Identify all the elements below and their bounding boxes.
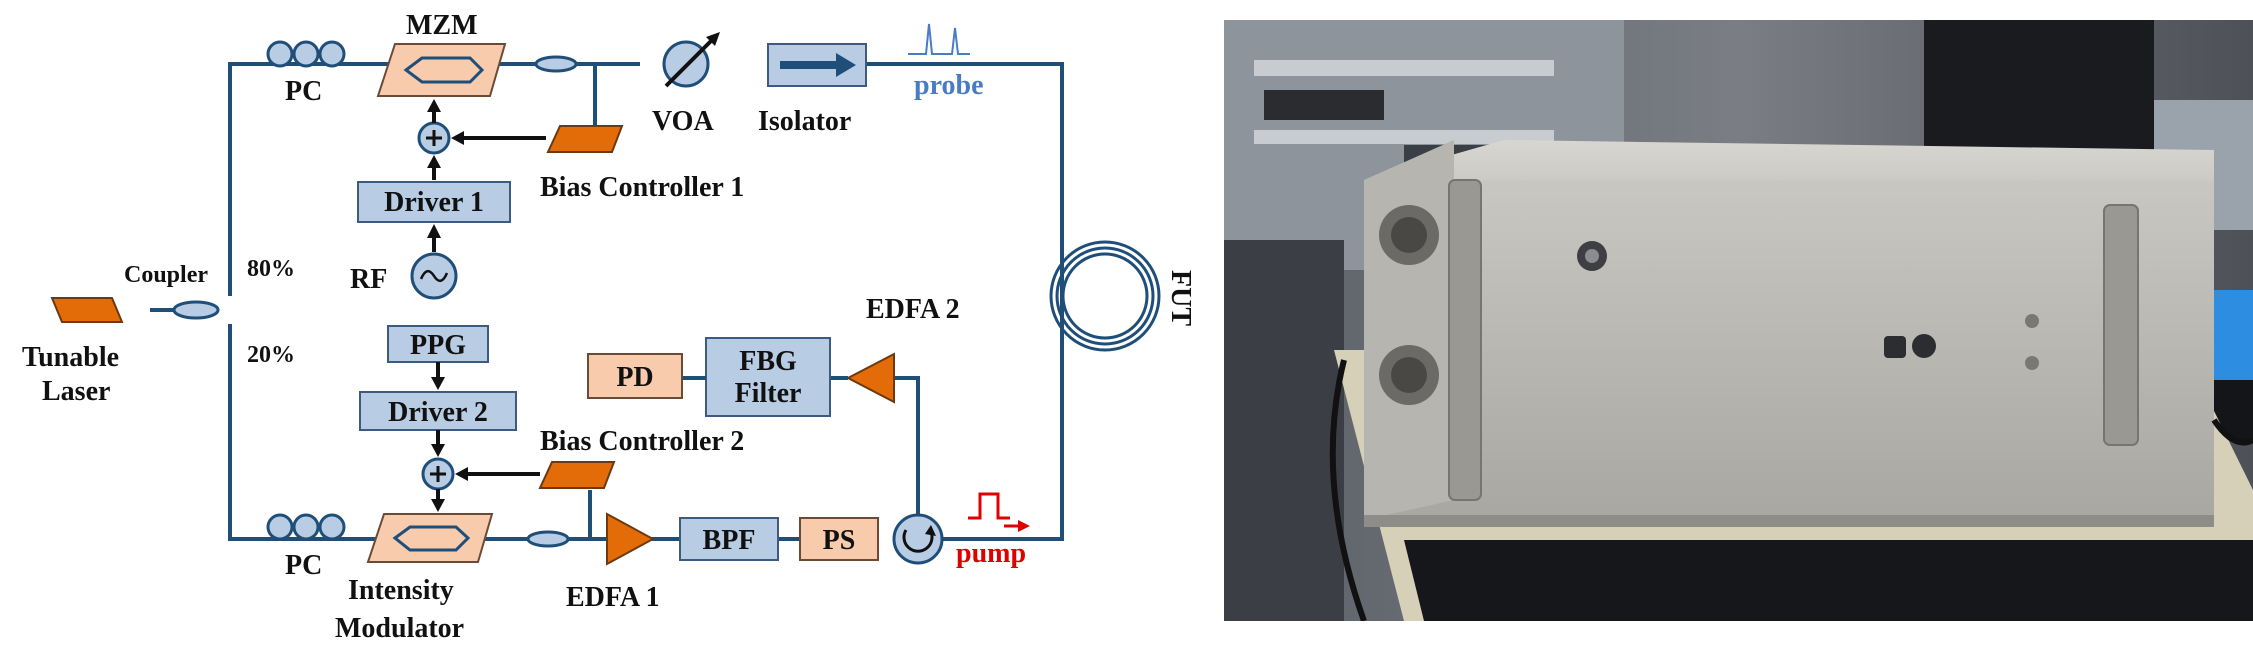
fbg-label-2: Filter [735, 378, 802, 409]
rf-label: RF [350, 264, 387, 295]
instrument-photo [1224, 20, 2253, 621]
mzm-label: MZM [406, 10, 478, 41]
pd-label: PD [616, 362, 653, 393]
fut-label: FUT [1165, 270, 1196, 326]
bias-controller-2-label: Bias Controller 2 [540, 426, 744, 457]
fbg-filter-block [705, 337, 831, 417]
tunable-laser-device [50, 297, 124, 323]
driver-2-block [359, 391, 517, 431]
laser-label-2: Laser [42, 376, 110, 407]
bpf-block [679, 517, 779, 561]
voa-label: VOA [652, 106, 714, 137]
mzm-output-coupler [534, 55, 578, 73]
setup-diagram: Tunable Laser Coupler 80% 20% PC PC MZM … [22, 10, 1196, 644]
isolator-label: Isolator [758, 106, 851, 137]
coupler-device [172, 300, 220, 320]
mzm-device [376, 43, 507, 97]
pump-pulse-icon [968, 492, 1030, 532]
coupler-label: Coupler [124, 262, 208, 288]
intensity-modulator-device [366, 513, 494, 563]
bias-controller-1-device [546, 125, 624, 153]
ps-block [799, 517, 879, 561]
driver-1-block [357, 181, 511, 223]
ps-label: PS [823, 525, 856, 556]
fut-coil-icon [1049, 240, 1161, 352]
bias-controller-1-label: Bias Controller 1 [540, 172, 744, 203]
fbg-label-1: FBG [739, 346, 797, 377]
edfa-1-label: EDFA 1 [566, 582, 660, 613]
bias-controller-2-device [538, 461, 616, 489]
split-bottom-label: 20% [247, 342, 295, 368]
pc-bottom-icon [266, 513, 346, 541]
pd-block [587, 353, 683, 399]
split-top-label: 80% [247, 256, 295, 282]
bpf-label: BPF [703, 525, 756, 556]
modulator-output-coupler [526, 530, 570, 548]
probe-label: probe [914, 70, 984, 101]
modulator-label-2: Modulator [335, 613, 464, 644]
edfa-2-device [845, 352, 895, 404]
ppg-label: PPG [410, 330, 466, 361]
edfa-2-label: EDFA 2 [866, 294, 960, 325]
pump-label: pump [956, 538, 1026, 569]
circulator-icon [892, 513, 944, 565]
modulator-label-1: Intensity [348, 575, 454, 606]
isolator-arrow-icon [836, 53, 856, 77]
laser-label-1: Tunable [22, 342, 119, 373]
pc-top-label: PC [285, 76, 322, 107]
edfa-1-device [606, 512, 656, 566]
pc-top-icon [266, 40, 346, 68]
driver-1-label: Driver 1 [384, 187, 484, 218]
probe-spectrum-icon [908, 23, 970, 55]
driver-2-label: Driver 2 [388, 397, 488, 428]
pc-bottom-label: PC [285, 550, 322, 581]
